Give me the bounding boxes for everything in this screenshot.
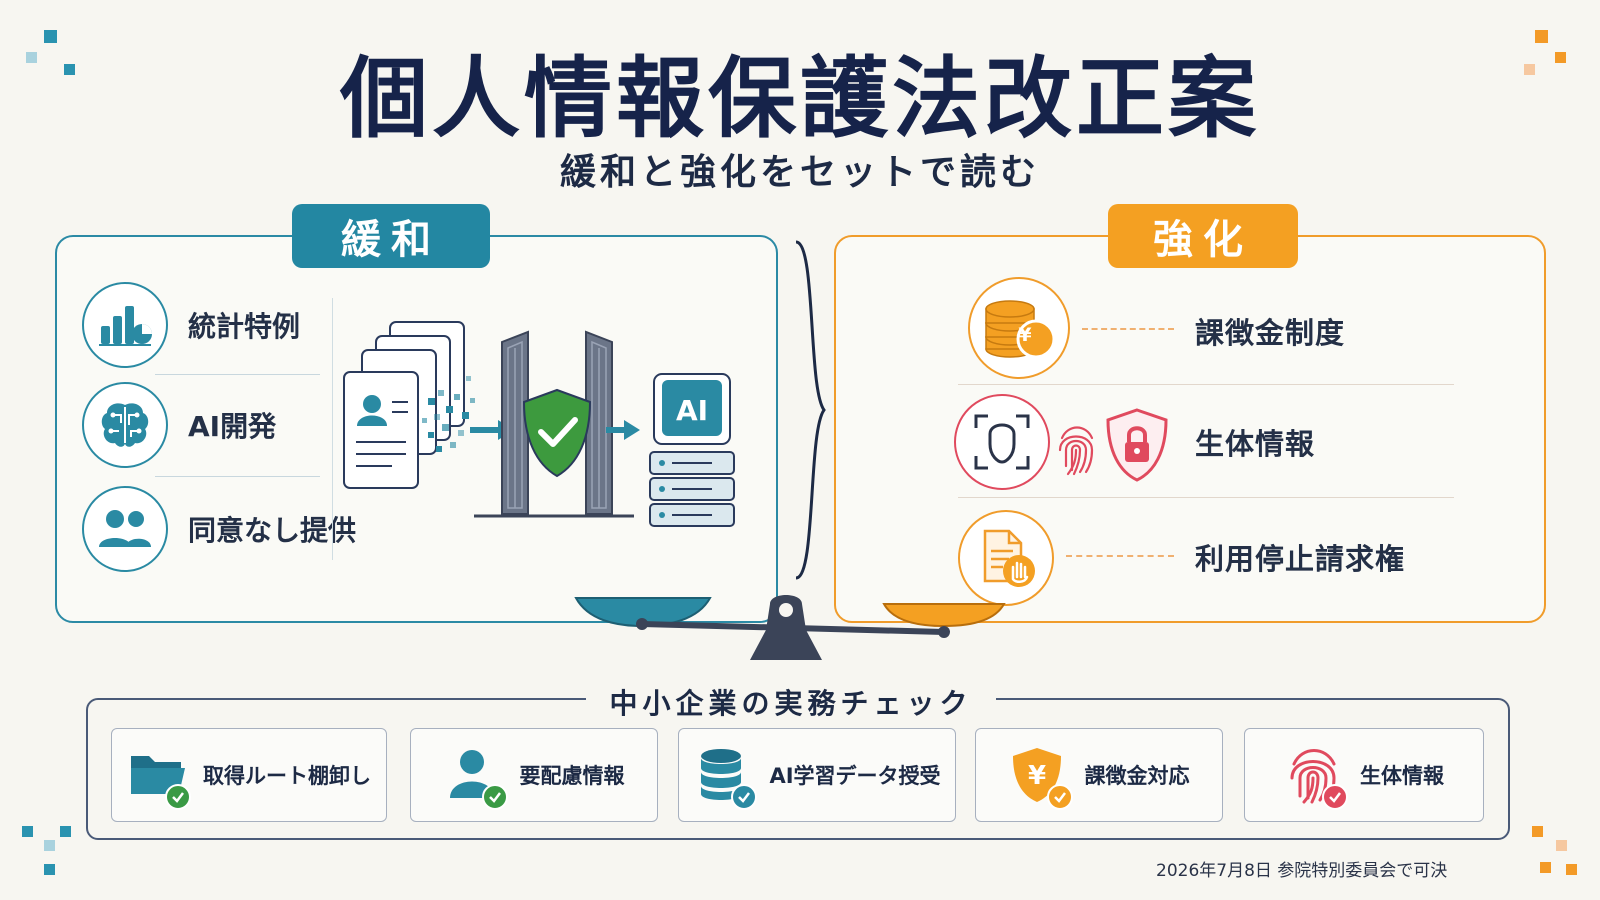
divider: [155, 476, 320, 477]
checklist-item-biometric: 生体情報: [1244, 728, 1484, 822]
checklist-title: 中小企業の実務チェック: [586, 682, 996, 722]
documents-icon: [343, 321, 465, 489]
checklist-item-label: 要配慮情報: [519, 764, 625, 788]
relax-item-label: AI開発: [188, 410, 277, 443]
ai-server-icon: [649, 373, 735, 527]
divider: [155, 374, 320, 375]
brain-circuit-icon: [82, 382, 168, 468]
document-stop-icon: [958, 510, 1054, 606]
fingerprint-icon: [1058, 426, 1094, 476]
check-icon: [1046, 784, 1073, 810]
relax-tag: 緩和: [292, 204, 490, 268]
page-subtitle: 緩和と強化をセットで読む: [559, 152, 1040, 193]
relax-item-no-consent: 同意なし提供: [82, 486, 356, 572]
shield-check-icon: [522, 388, 592, 478]
relax-item-statistics: 統計特例: [82, 282, 300, 368]
footer-note: 2026年7月8日 参院特別委員会で可決: [1156, 861, 1448, 881]
people-icon: [82, 486, 168, 572]
connector-dash: [1082, 328, 1174, 330]
pixel-stream-icon: [422, 376, 475, 452]
yen-symbol: ¥: [1018, 324, 1032, 346]
checklist-item-surcharge: ¥ 課徴金対応: [975, 728, 1223, 822]
checklist-item-acquisition: 取得ルート棚卸し: [111, 728, 387, 822]
checklist-item-label: 生体情報: [1360, 764, 1444, 788]
check-icon: [481, 784, 508, 810]
page-title: 個人情報保護法改正案: [339, 47, 1260, 150]
yen-shield-icon: ¥: [1009, 744, 1073, 810]
check-icon: [1322, 784, 1348, 810]
relax-item-ai-dev: AI開発: [82, 382, 276, 468]
coins-yen-icon: [968, 277, 1070, 379]
lock-shield-icon: [1106, 408, 1168, 482]
divider: [958, 384, 1454, 385]
check-icon: [165, 784, 191, 810]
strengthen-tag: 強化: [1108, 204, 1298, 268]
divider: [958, 497, 1454, 498]
svg-text:¥: ¥: [1027, 761, 1045, 791]
strengthen-item-label: 課徴金制度: [1195, 316, 1346, 350]
balance-scale-icon: [574, 595, 1006, 660]
checklist-item-label: AI学習データ授受: [769, 764, 941, 788]
arrow-right-icon: [606, 420, 640, 440]
brace-divider: [795, 240, 826, 580]
strengthen-item-label: 生体情報: [1195, 427, 1316, 461]
divider: [332, 298, 333, 560]
gate-icon: [474, 330, 634, 518]
data-flow-illustration: [343, 321, 735, 527]
checklist-item-sensitive: 要配慮情報: [410, 728, 658, 822]
folder-icon: [127, 744, 191, 810]
strengthen-item-label: 利用停止請求権: [1195, 542, 1406, 576]
person-icon: [444, 744, 508, 810]
connector-dash: [1066, 555, 1174, 557]
checklist-item-label: 課徴金対応: [1084, 764, 1190, 788]
database-icon: [693, 744, 758, 810]
relax-item-label: 同意なし提供: [188, 514, 357, 547]
checklist-item-ai-data: AI学習データ授受: [678, 728, 956, 822]
check-icon: [731, 784, 758, 810]
bar-chart-icon: [82, 282, 168, 368]
ai-badge-label: AI: [675, 394, 709, 427]
checklist-item-label: 取得ルート棚卸し: [203, 764, 371, 788]
strengthen-panel: [834, 235, 1546, 623]
relax-item-label: 統計特例: [188, 310, 301, 343]
fingerprint-icon: [1284, 744, 1348, 810]
face-scan-icon: [954, 394, 1050, 490]
